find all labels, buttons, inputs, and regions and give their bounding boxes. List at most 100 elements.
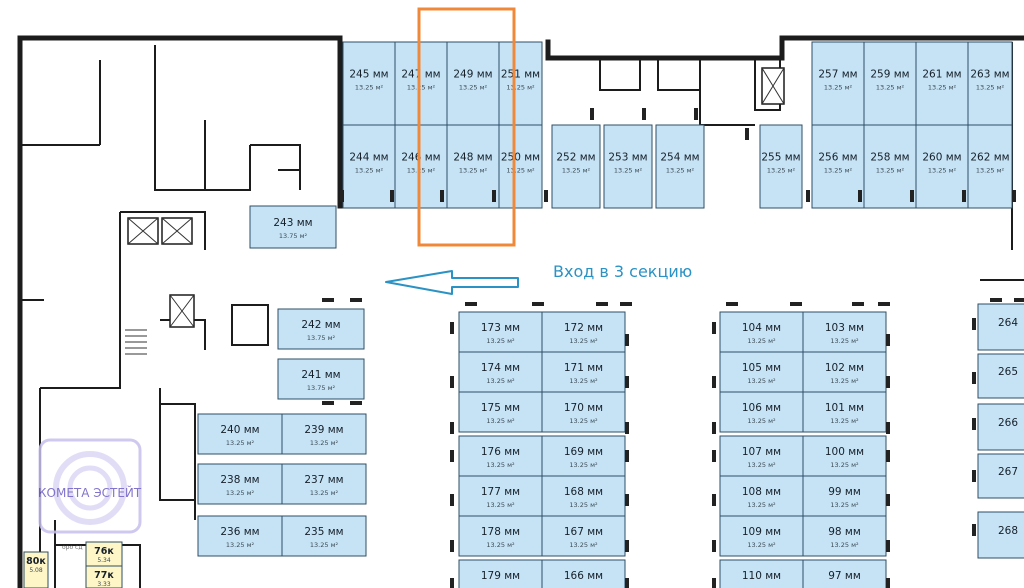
parking-space-box[interactable] [719, 515, 804, 557]
storage-unit-box[interactable] [85, 541, 123, 567]
storage-unit-box[interactable] [85, 565, 123, 588]
parking-space-box[interactable] [603, 124, 653, 209]
parking-space-box[interactable] [863, 41, 917, 126]
parking-space[interactable]: 268 [977, 511, 1024, 559]
parking-space-box[interactable] [498, 41, 543, 126]
parking-space-box[interactable] [977, 303, 1024, 351]
parking-space-box[interactable] [977, 453, 1024, 499]
parking-space-box[interactable] [719, 391, 804, 433]
parking-space-box[interactable] [802, 435, 887, 477]
parking-space[interactable]: 267 [977, 453, 1024, 499]
parking-space-box[interactable] [541, 559, 626, 588]
parking-space-box[interactable] [977, 353, 1024, 399]
parking-space-box[interactable] [811, 41, 865, 126]
parking-space-box[interactable] [915, 41, 969, 126]
parking-space[interactable]: 179 мм [458, 559, 543, 588]
parking-space-box[interactable] [967, 41, 1013, 126]
parking-space-box[interactable] [967, 124, 1013, 209]
storage-unit-box[interactable] [23, 551, 49, 588]
parking-space-box[interactable] [719, 559, 804, 588]
parking-space-box[interactable] [281, 413, 367, 455]
parking-space-box[interactable] [811, 124, 865, 209]
parking-space-box[interactable] [719, 475, 804, 517]
parking-space[interactable]: 97 мм [802, 559, 887, 588]
parking-space-box[interactable] [541, 435, 626, 477]
parking-space-box[interactable] [458, 391, 543, 433]
parking-space-box[interactable] [802, 515, 887, 557]
parking-space[interactable]: 266 [977, 403, 1024, 451]
parking-space[interactable]: 166 мм [541, 559, 626, 588]
parking-space-box[interactable] [541, 391, 626, 433]
parking-space-box[interactable] [446, 41, 500, 126]
parking-space-box[interactable] [281, 515, 367, 557]
parking-space-box[interactable] [719, 351, 804, 393]
parking-space-box[interactable] [863, 124, 917, 209]
parking-space-box[interactable] [197, 515, 283, 557]
parking-space-box[interactable] [719, 435, 804, 477]
parking-space-box[interactable] [277, 308, 365, 350]
parking-space-box[interactable] [915, 124, 969, 209]
parking-space-box[interactable] [541, 351, 626, 393]
parking-space-box[interactable] [458, 475, 543, 517]
parking-space-box[interactable] [281, 463, 367, 505]
parking-space[interactable]: 265 [977, 353, 1024, 399]
parking-space-box[interactable] [802, 391, 887, 433]
parking-space-box[interactable] [759, 124, 803, 209]
parking-space-box[interactable] [551, 124, 601, 209]
parking-space-box[interactable] [197, 413, 283, 455]
parking-space-box[interactable] [655, 124, 705, 209]
parking-space[interactable]: 264 [977, 303, 1024, 351]
parking-space-box[interactable] [197, 463, 283, 505]
parking-space-box[interactable] [249, 205, 337, 249]
parking-space-box[interactable] [977, 511, 1024, 559]
parking-space-box[interactable] [802, 559, 887, 588]
parking-space-box[interactable] [541, 515, 626, 557]
selected-space-highlight[interactable] [417, 7, 516, 247]
